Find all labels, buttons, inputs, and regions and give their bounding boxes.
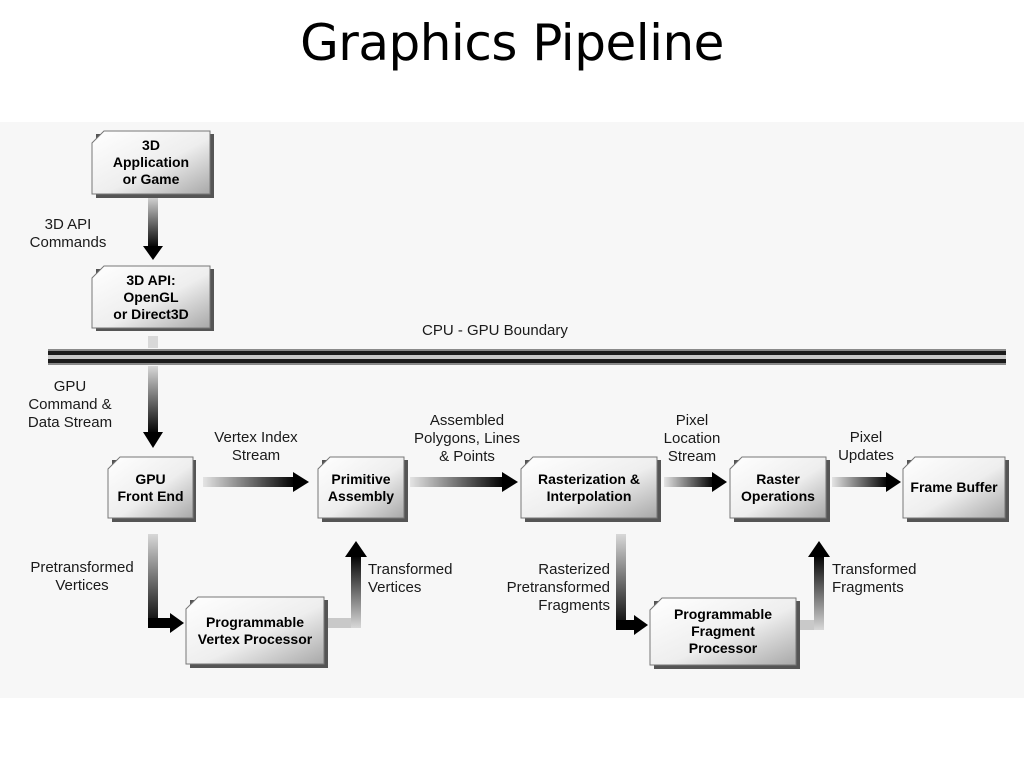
label-assembled: Assembled Polygons, Lines & Points bbox=[414, 412, 520, 465]
arrow-raster-ops-to-frame-buffer bbox=[832, 472, 901, 492]
box-label-frame-buffer: Frame Buffer bbox=[910, 479, 998, 495]
arrow-primitive-to-raster-interp bbox=[410, 472, 518, 492]
arrow-api-to-front-end bbox=[143, 336, 163, 448]
box-label-front-end: GPU Front End bbox=[117, 470, 184, 504]
label-gpu-command: GPU Command & Data Stream bbox=[27, 378, 113, 431]
arrow-front-end-to-primitive bbox=[203, 472, 309, 492]
arrow-raster-interp-to-fragment-processor bbox=[616, 534, 648, 635]
box-front-end bbox=[107, 456, 196, 522]
label-api-commands: 3D API Commands bbox=[29, 216, 107, 251]
box-label-primitive: Primitive Assembly bbox=[327, 470, 395, 504]
arrow-vertex-processor-to-primitive bbox=[325, 541, 367, 628]
label-pretransformed: Pretransformed Vertices bbox=[30, 559, 134, 594]
box-raster-interp bbox=[520, 456, 661, 522]
label-transformed-fragments: Transformed Fragments bbox=[832, 561, 917, 596]
arrow-front-end-to-vertex-processor bbox=[148, 534, 184, 633]
box-label-fragment-processor: Programmable Fragment Processor bbox=[673, 606, 773, 656]
box-app bbox=[91, 130, 214, 198]
arrow-app-to-api bbox=[143, 196, 163, 260]
box-vertex-processor bbox=[185, 596, 328, 668]
box-fragment-processor bbox=[649, 597, 800, 669]
box-raster-ops bbox=[729, 456, 830, 522]
box-label-app: 3D Application or Game bbox=[112, 137, 190, 187]
box-label-raster-ops: Raster Operations bbox=[741, 470, 815, 504]
arrow-fragment-processor-to-raster-ops bbox=[798, 541, 830, 630]
label-pixel-location: Pixel Location Stream bbox=[663, 412, 721, 465]
label-transformed-vertices: Transformed Vertices bbox=[368, 561, 453, 596]
box-api bbox=[91, 265, 214, 331]
arrow-raster-interp-to-raster-ops bbox=[664, 472, 727, 492]
boundary-label: CPU - GPU Boundary bbox=[422, 322, 568, 339]
label-rasterized: Rasterized Pretransformed Fragments bbox=[506, 561, 610, 614]
box-label-raster-interp: Rasterization & Interpolation bbox=[538, 470, 640, 504]
slide-title: Graphics Pipeline bbox=[300, 14, 724, 72]
label-vertex-index: Vertex Index Stream bbox=[214, 429, 298, 464]
box-label-vertex-processor: Programmable Vertex Processor bbox=[197, 613, 313, 647]
diagram-background bbox=[0, 122, 1024, 698]
box-primitive bbox=[317, 456, 408, 522]
cpu-gpu-boundary-bar bbox=[48, 349, 1006, 365]
box-label-api: 3D API: OpenGL or Direct3D bbox=[113, 271, 189, 322]
box-frame-buffer bbox=[902, 456, 1009, 522]
label-pixel-updates: Pixel Updates bbox=[838, 429, 894, 464]
